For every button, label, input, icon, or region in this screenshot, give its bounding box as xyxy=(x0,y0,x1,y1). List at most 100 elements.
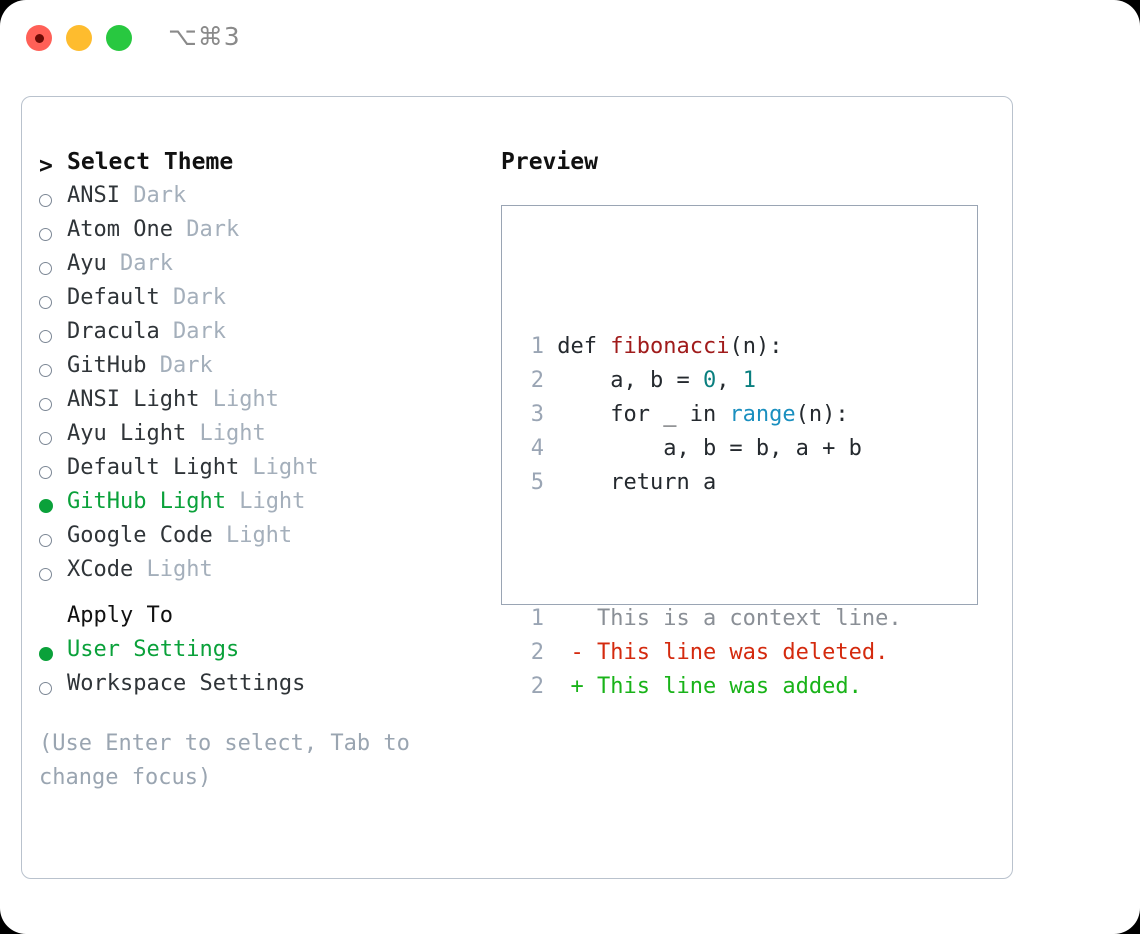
theme-variant-badge: Light xyxy=(212,523,293,548)
theme-variant-badge: Dark xyxy=(106,251,173,276)
theme-option-label: GitHub xyxy=(67,353,147,378)
code-token-function: fibonacci xyxy=(610,334,730,359)
apply-to-option-user-settings[interactable]: User Settings xyxy=(39,637,479,671)
diff-line-added: 2 + This line was added. xyxy=(522,670,902,704)
code-token-plain: def xyxy=(557,334,611,359)
radio-unselected-icon xyxy=(39,353,67,387)
theme-option-ansi[interactable]: ANSI Dark xyxy=(39,183,479,217)
theme-variant-badge: Light xyxy=(133,557,213,582)
theme-option-ansi-light[interactable]: ANSI Light Light xyxy=(39,387,479,421)
preview-pane: Preview 1 def fibonacci(n):2 a, b = 0, 1… xyxy=(501,149,991,699)
theme-option-label: Google Code xyxy=(67,523,213,548)
line-number: 4 xyxy=(530,436,544,461)
maximize-button[interactable] xyxy=(106,25,132,51)
radio-unselected-icon xyxy=(39,251,67,285)
radio-selected-icon xyxy=(39,489,67,523)
select-theme-title: Select Theme xyxy=(67,149,234,175)
apply-to-title: Apply To xyxy=(67,603,173,628)
code-token-plain: (n): xyxy=(729,334,783,359)
theme-option-default-light[interactable]: Default Light Light xyxy=(39,455,479,489)
theme-option-default[interactable]: Default Dark xyxy=(39,285,479,319)
radio-unselected-icon xyxy=(39,387,67,421)
code-line: 3 for _ in range(n): xyxy=(522,398,902,432)
radio-unselected-icon xyxy=(39,671,67,705)
code-token-plain: a, b = xyxy=(557,368,703,393)
line-number: 1 xyxy=(530,606,544,631)
theme-option-ayu-light[interactable]: Ayu Light Light xyxy=(39,421,479,455)
theme-variant-badge: Light xyxy=(225,489,306,514)
diff-line-text: + This line was added. xyxy=(544,674,862,699)
radio-unselected-icon xyxy=(39,455,67,489)
apply-to-option-label: Workspace Settings xyxy=(67,671,306,696)
line-number: 2 xyxy=(530,640,544,665)
radio-unselected-icon xyxy=(39,523,67,557)
keyboard-hint-text: (Use Enter to select, Tab to change focu… xyxy=(39,731,410,790)
code-token-number: 0 xyxy=(702,368,717,393)
theme-option-atom-one[interactable]: Atom One Dark xyxy=(39,217,479,251)
theme-option-github[interactable]: GitHub Dark xyxy=(39,353,479,387)
radio-unselected-icon xyxy=(39,285,67,319)
theme-option-google-code[interactable]: Google Code Light xyxy=(39,523,479,557)
radio-unselected-icon xyxy=(39,421,67,455)
theme-option-label: ANSI xyxy=(67,183,120,208)
preview-title: Preview xyxy=(501,149,598,175)
theme-option-label: ANSI Light xyxy=(67,387,200,412)
caret-icon: > xyxy=(39,152,53,179)
minimize-button[interactable] xyxy=(66,25,92,51)
select-theme-header: > Select Theme xyxy=(39,149,479,183)
theme-variant-badge: Dark xyxy=(172,217,240,242)
theme-option-label: Default Light xyxy=(67,455,240,480)
radio-unselected-icon xyxy=(39,557,67,591)
code-line: 1 def fibonacci(n): xyxy=(522,330,902,364)
theme-option-dracula[interactable]: Dracula Dark xyxy=(39,319,479,353)
theme-variant-badge: Light xyxy=(199,387,279,412)
code-line: 2 a, b = 0, 1 xyxy=(522,364,902,398)
radio-unselected-icon xyxy=(39,217,67,251)
spacer xyxy=(39,591,479,603)
code-token-number: 1 xyxy=(742,368,756,393)
diff-line-list: 1 This is a context line.2 - This line w… xyxy=(522,602,902,704)
theme-option-xcode[interactable]: XCode Light xyxy=(39,557,479,591)
theme-option-label: Atom One xyxy=(67,217,173,242)
code-token-plain: (n): xyxy=(795,402,849,427)
diff-line-text: - This line was deleted. xyxy=(544,640,889,665)
title-bar: ⌥⌘3 xyxy=(0,0,1140,78)
diff-line-deleted: 2 - This line was deleted. xyxy=(522,636,902,670)
code-token-plain: , xyxy=(716,368,743,393)
theme-option-label: XCode xyxy=(67,557,134,582)
theme-option-label: GitHub Light xyxy=(67,489,226,514)
theme-option-label: Dracula xyxy=(67,319,160,344)
theme-variant-badge: Dark xyxy=(146,353,213,378)
window-controls xyxy=(26,25,132,51)
apply-to-option-workspace-settings[interactable]: Workspace Settings xyxy=(39,671,479,705)
theme-variant-badge: Light xyxy=(186,421,266,446)
theme-variant-badge: Dark xyxy=(159,285,226,310)
line-number: 2 xyxy=(530,674,544,699)
diff-line-context: 1 This is a context line. xyxy=(522,602,902,636)
apply-to-option-label: User Settings xyxy=(67,637,240,662)
close-button[interactable] xyxy=(26,25,52,51)
line-number: 2 xyxy=(530,368,544,393)
theme-option-github-light[interactable]: GitHub Light Light xyxy=(39,489,479,523)
theme-option-ayu[interactable]: Ayu Dark xyxy=(39,251,479,285)
code-token-plain: for _ in xyxy=(557,402,730,427)
radio-unselected-icon xyxy=(39,319,67,353)
line-number: 5 xyxy=(530,470,544,495)
theme-option-label: Ayu xyxy=(67,251,107,276)
code-token-builtin: range xyxy=(729,402,796,427)
theme-variant-badge: Light xyxy=(239,455,319,480)
theme-variant-badge: Dark xyxy=(159,319,226,344)
theme-option-label: Ayu Light xyxy=(67,421,187,446)
theme-option-label: Default xyxy=(67,285,160,310)
code-line: 5 return a xyxy=(522,466,902,500)
no-marker xyxy=(39,603,67,637)
radio-unselected-icon xyxy=(39,183,67,217)
